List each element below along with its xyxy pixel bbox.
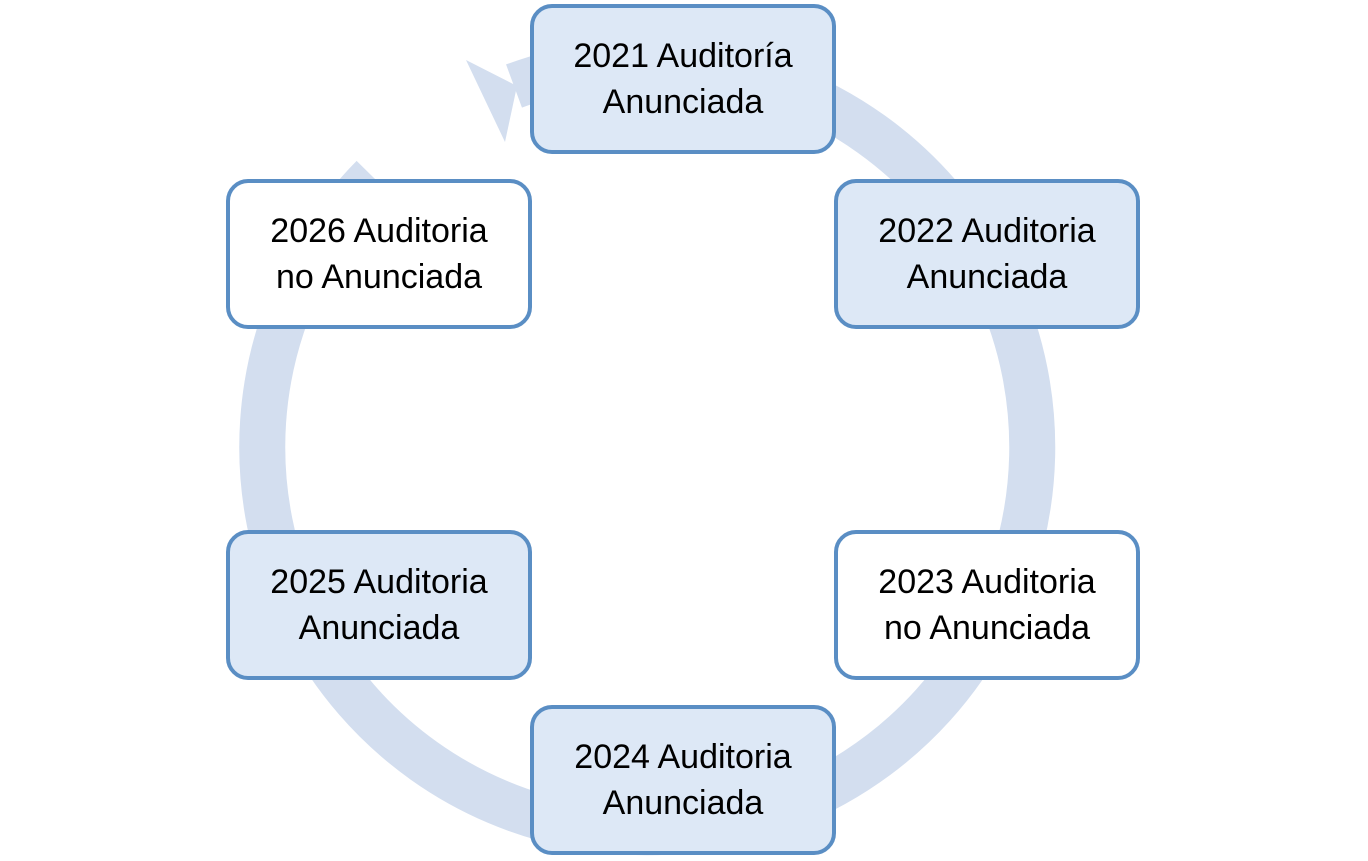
cycle-node-2023: 2023 Auditoria no Anunciada bbox=[834, 530, 1140, 680]
cycle-node-2026: 2026 Auditoria no Anunciada bbox=[226, 179, 532, 329]
cycle-node-2021-label: 2021 Auditoría Anunciada bbox=[573, 37, 793, 121]
cycle-arrowhead bbox=[466, 60, 517, 142]
cycle-node-2024-label: 2024 Auditoria Anunciada bbox=[574, 738, 792, 822]
cycle-node-2023-label: 2023 Auditoria no Anunciada bbox=[878, 563, 1096, 647]
cycle-node-2022: 2022 Auditoria Anunciada bbox=[834, 179, 1140, 329]
cycle-node-2025-label: 2025 Auditoria Anunciada bbox=[270, 563, 488, 647]
cycle-node-2025: 2025 Auditoria Anunciada bbox=[226, 530, 532, 680]
cycle-node-2022-label: 2022 Auditoria Anunciada bbox=[878, 212, 1096, 296]
cycle-node-2024: 2024 Auditoria Anunciada bbox=[530, 705, 836, 855]
cycle-node-2021: 2021 Auditoría Anunciada bbox=[530, 4, 836, 154]
cycle-ring bbox=[239, 39, 1056, 856]
cycle-node-2026-label: 2026 Auditoria no Anunciada bbox=[270, 212, 488, 296]
